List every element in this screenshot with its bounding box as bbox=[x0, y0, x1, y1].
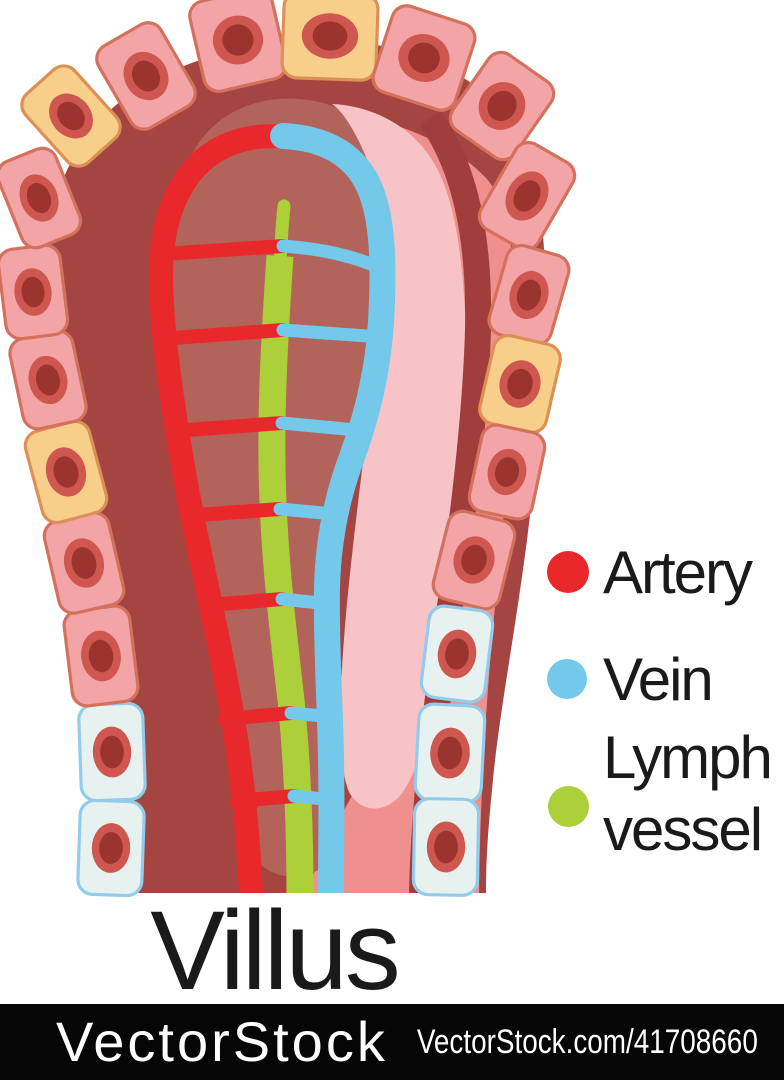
vein-vessel bbox=[270, 123, 396, 893]
watermark-brand: VectorStock bbox=[56, 1010, 388, 1073]
cell-pink bbox=[0, 243, 70, 341]
artery-vessel bbox=[148, 124, 295, 893]
cell-yellow bbox=[280, 0, 380, 82]
cell-pink bbox=[42, 511, 126, 615]
epithelial-cell-ring bbox=[0, 0, 577, 898]
cell-pink bbox=[95, 21, 197, 131]
cell-yellow bbox=[478, 333, 562, 435]
cell-pale bbox=[76, 798, 146, 898]
cell-pink bbox=[477, 140, 577, 252]
cell-pink bbox=[431, 509, 517, 611]
cell-pink bbox=[467, 423, 547, 521]
cell-pale bbox=[411, 797, 481, 897]
cell-pink bbox=[371, 4, 477, 112]
cell-pink bbox=[448, 50, 556, 162]
cell-pale bbox=[77, 701, 147, 803]
cell-pink bbox=[62, 604, 140, 708]
cell-pink bbox=[487, 243, 571, 347]
cell-pale bbox=[413, 702, 487, 804]
cell-pale bbox=[419, 604, 495, 704]
lymph-vessel bbox=[258, 255, 314, 893]
watermark-bar: VectorStock VectorStock.com/41708660 bbox=[0, 1004, 784, 1080]
cell-pink bbox=[0, 146, 83, 250]
cell-yellow bbox=[20, 64, 122, 168]
diagram-title: Villus bbox=[150, 888, 401, 1013]
cell-pink bbox=[188, 0, 288, 93]
cell-pink bbox=[8, 329, 88, 431]
lymph-vessel-tip bbox=[273, 199, 291, 269]
cell-yellow bbox=[23, 419, 109, 525]
watermark-link[interactable]: VectorStock.com/41708660 bbox=[417, 1023, 758, 1061]
